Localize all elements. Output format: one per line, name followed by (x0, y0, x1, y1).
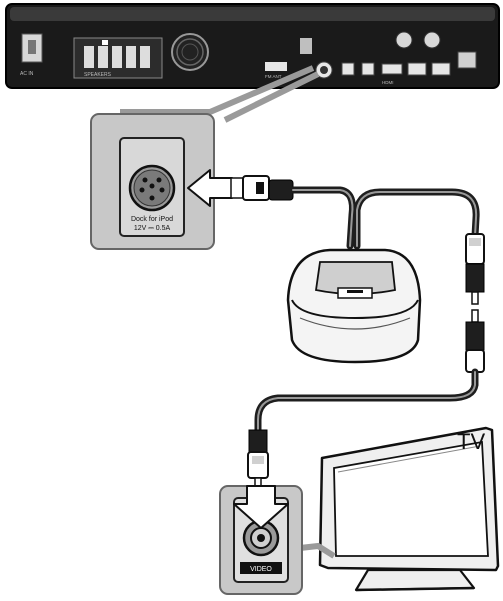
antenna-connector-1 (395, 31, 413, 49)
tv-zoom-guide (299, 542, 336, 559)
cooling-fan (171, 33, 209, 71)
usb-port-b (431, 62, 451, 76)
din-cable-plug (230, 175, 294, 201)
video-cable-upper (353, 188, 480, 250)
ipod-dock (286, 248, 422, 364)
rca-plug-tv (247, 429, 269, 489)
fm-ant-label: FM ANT (265, 74, 282, 79)
video-cable-upper-highlight (356, 191, 478, 247)
tv-stand (354, 568, 476, 592)
zoom-guide-line-left (120, 65, 315, 115)
zoom-guide-line-right (223, 71, 320, 123)
speaker-label: SPEAKERS (84, 72, 112, 78)
dock-port-label-line2: 12V ⎓ 0.5A (134, 225, 171, 232)
receiver-ipod-port (300, 38, 333, 79)
dock-cable-highlight (292, 189, 354, 247)
optical-port (341, 62, 355, 76)
television: TV (318, 426, 500, 592)
antenna-connector-2 (423, 31, 441, 49)
speaker-terminals: SPEAKERS (73, 37, 163, 79)
hdmi-label: HDMI (382, 80, 394, 85)
video-cable-lower (254, 368, 479, 438)
coax-port (361, 62, 375, 76)
insert-arrow-down-icon (233, 485, 289, 529)
video-cable-lower-highlight (257, 371, 476, 435)
lan-port (457, 51, 477, 69)
usb-port-a (407, 62, 427, 76)
video-jack-label-bg (240, 562, 282, 574)
rca-plug-lower (465, 309, 485, 373)
dock-port-label-line1: Dock for iPod (131, 216, 173, 223)
video-jack-label: VIDEO (250, 566, 272, 573)
zoomed-port-panel: Dock for iPod 12V ⎓ 0.5A (90, 113, 215, 250)
tv-label: TV (457, 429, 485, 454)
power-label: AC IN (20, 71, 34, 77)
hdmi-port (381, 63, 403, 75)
rca-plug-upper (465, 233, 485, 305)
receiver-top-bevel (10, 7, 495, 21)
ac-power-inlet: AC IN (20, 33, 43, 77)
tv-screen (333, 440, 489, 557)
fm-antenna-jack (265, 62, 287, 71)
tv-video-jack-inset: VIDEO (219, 485, 303, 595)
receiver-rear-panel: AC IN SPEAKERS FM ANT (5, 3, 500, 89)
dock-cable (289, 186, 356, 250)
